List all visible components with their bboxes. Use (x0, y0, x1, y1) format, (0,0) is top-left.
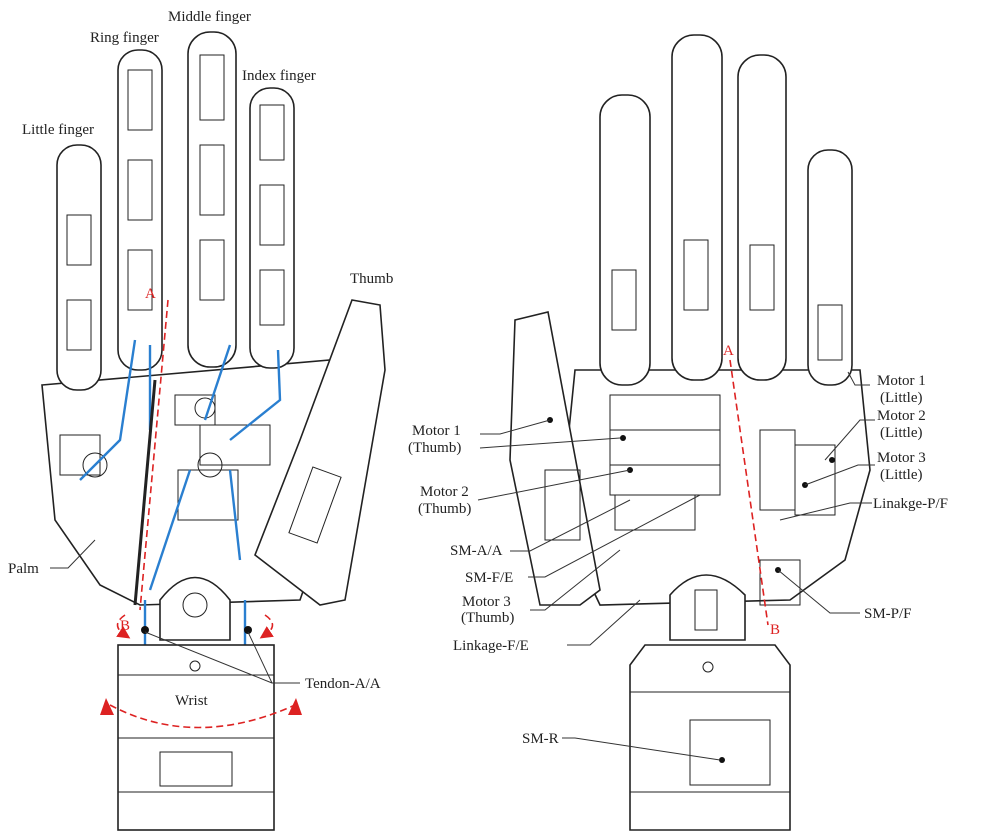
label-motor1-thumb-sub: (Thumb) (408, 440, 461, 456)
wrist-rotation-arrow (109, 704, 296, 729)
label-linkage-fe: Linkage-F/E (453, 638, 529, 654)
label-motor3-thumb-sub: (Thumb) (461, 610, 514, 626)
label-linkage-pf: Linakge-P/F (873, 496, 948, 512)
label-ring-finger: Ring finger (90, 30, 159, 46)
right-palm (559, 369, 871, 606)
label-motor1-little-sub: (Little) (880, 390, 922, 406)
right-finger-3 (737, 54, 787, 381)
tendon-lines (79, 339, 282, 650)
label-sm-fe: SM-F/E (465, 570, 513, 586)
right-hand-view: A B Motor 1 (Little) Motor 2 (Little) Mo… (408, 34, 948, 831)
label-motor2-thumb-sub: (Thumb) (418, 501, 471, 517)
right-axis-b-label: B (770, 622, 780, 638)
label-motor2-thumb: Motor 2 (420, 484, 469, 500)
right-finger-1 (599, 94, 651, 386)
right-thumb (509, 311, 601, 606)
label-motor2-little: Motor 2 (877, 408, 926, 424)
right-finger-4 (807, 149, 853, 386)
label-motor2-little-sub: (Little) (880, 425, 922, 441)
left-axis-a-label: A (145, 286, 156, 302)
label-index-finger: Index finger (242, 68, 316, 84)
axis-a-line (139, 299, 169, 611)
label-motor3-thumb: Motor 3 (462, 594, 511, 610)
label-motor3-little: Motor 3 (877, 450, 926, 466)
left-thumb (254, 299, 386, 606)
label-motor1-thumb: Motor 1 (412, 423, 461, 439)
right-axis-line (729, 359, 769, 626)
left-index-finger (249, 87, 295, 369)
label-little-finger: Little finger (22, 122, 94, 138)
label-middle-finger: Middle finger (168, 9, 251, 25)
left-axis-b-label: B (120, 618, 130, 634)
right-axis-a-label: A (723, 343, 734, 359)
label-thumb: Thumb (350, 271, 393, 287)
label-palm: Palm (8, 561, 39, 577)
label-tendon-aa: Tendon-A/A (305, 676, 381, 692)
left-middle-finger (187, 31, 237, 368)
finger-segments (66, 54, 285, 351)
right-finger-2 (671, 34, 723, 381)
right-wrist-body (629, 644, 791, 831)
left-hand-view: A B Middle finger Ring finger Index fing… (8, 9, 393, 831)
label-sm-aa: SM-A/A (450, 543, 503, 559)
label-sm-r: SM-R (522, 731, 559, 747)
label-motor3-little-sub: (Little) (880, 467, 922, 483)
left-little-finger (56, 144, 102, 391)
label-wrist: Wrist (175, 693, 209, 709)
wrist-joint (159, 576, 231, 641)
left-ring-finger (117, 49, 163, 371)
label-motor1-little: Motor 1 (877, 373, 926, 389)
label-sm-pf: SM-P/F (864, 606, 912, 622)
